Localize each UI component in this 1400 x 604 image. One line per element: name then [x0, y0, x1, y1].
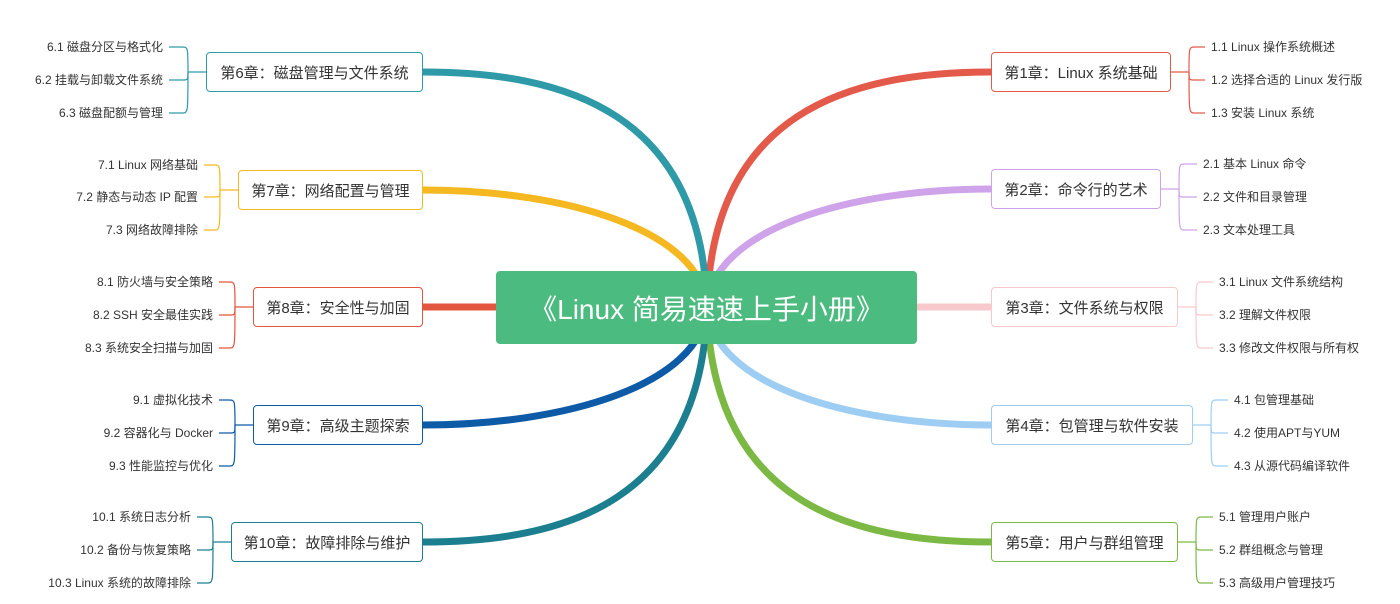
subtopic-label[interactable]: 4.2 使用APT与YUM [1234, 426, 1341, 440]
sub-connector [169, 46, 189, 73]
sub-connector [197, 541, 214, 584]
sub-connector [169, 71, 189, 81]
subtopic-label[interactable]: 9.2 容器化与 Docker [103, 426, 213, 440]
subtopic-label[interactable]: 4.1 包管理基础 [1234, 393, 1315, 407]
subtopic-label[interactable]: 10.2 备份与恢复策略 [80, 543, 191, 557]
sub-connector [1188, 46, 1205, 73]
subtopic-label[interactable]: 1.2 选择合适的 Linux 发行版 [1211, 73, 1363, 87]
sub-connector [219, 306, 236, 349]
sub-connector [1178, 188, 1197, 198]
sub-connector [1195, 516, 1213, 543]
sub-connector [1188, 71, 1205, 81]
subtopic-label[interactable]: 5.3 高级用户管理技巧 [1219, 576, 1336, 590]
subtopic-label[interactable]: 7.2 静态与动态 IP 配置 [76, 190, 198, 204]
subtopic-label[interactable]: 8.3 系统安全扫描与加固 [84, 341, 213, 355]
chapter-node-9[interactable]: 第9章：高级主题探索 [253, 405, 423, 445]
sub-connector [1178, 163, 1197, 190]
sub-connector [219, 399, 236, 426]
subtopic-label[interactable]: 5.1 管理用户账户 [1219, 510, 1312, 524]
subtopic-label[interactable]: 6.1 磁盘分区与格式化 [46, 40, 163, 54]
subtopic-label[interactable]: 6.2 挂载与卸载文件系统 [34, 73, 163, 87]
subtopic-label[interactable]: 1.1 Linux 操作系统概述 [1211, 40, 1336, 54]
sub-connector [197, 516, 214, 543]
sub-connector [219, 424, 236, 434]
chapter-node-8[interactable]: 第8章：安全性与加固 [253, 287, 423, 327]
center-topic[interactable]: 《Linux 简易速速上手小册》 [496, 271, 917, 344]
subtopic-label[interactable]: 4.3 从源代码编译软件 [1234, 459, 1351, 473]
sub-connector [204, 189, 221, 198]
chapter-node-3[interactable]: 第3章：文件系统与权限 [991, 287, 1178, 327]
sub-connector [1210, 424, 1228, 467]
subtopic-label[interactable]: 2.1 基本 Linux 命令 [1203, 157, 1307, 171]
sub-connector [204, 164, 221, 191]
subtopic-label[interactable]: 10.3 Linux 系统的故障排除 [48, 576, 191, 590]
subtopic-label[interactable]: 8.2 SSH 安全最佳实践 [92, 308, 213, 322]
sub-connector [197, 541, 214, 551]
sub-connector [1195, 306, 1213, 349]
subtopic-label[interactable]: 7.3 网络故障排除 [105, 223, 198, 237]
chapter-node-4[interactable]: 第4章：包管理与软件安装 [991, 405, 1193, 445]
sub-connector [1188, 71, 1205, 114]
branch-connector-6 [419, 68, 711, 311]
branch-connector-1 [703, 68, 995, 311]
chapter-node-10[interactable]: 第10章：故障排除与维护 [231, 522, 423, 562]
subtopic-label[interactable]: 3.1 Linux 文件系统结构 [1219, 275, 1344, 289]
subtopic-label[interactable]: 9.3 性能监控与优化 [108, 459, 213, 473]
chapter-node-2[interactable]: 第2章：命令行的艺术 [991, 169, 1161, 209]
chapter-node-6[interactable]: 第6章：磁盘管理与文件系统 [206, 52, 423, 92]
branch-connector-10 [419, 303, 711, 546]
subtopic-label[interactable]: 3.3 修改文件权限与所有权 [1219, 341, 1360, 355]
subtopic-label[interactable]: 2.2 文件和目录管理 [1203, 190, 1308, 204]
subtopic-label[interactable]: 8.1 防火墙与安全策略 [96, 275, 213, 289]
sub-connector [1195, 281, 1213, 308]
subtopic-label[interactable]: 9.1 虚拟化技术 [132, 393, 213, 407]
branch-connector-5 [703, 303, 995, 546]
sub-connector [219, 306, 236, 316]
sub-connector [219, 424, 236, 467]
sub-connector [169, 71, 189, 114]
sub-connector [204, 189, 221, 231]
subtopic-label[interactable]: 3.2 理解文件权限 [1219, 308, 1312, 322]
sub-connector [1210, 399, 1228, 426]
chapter-node-5[interactable]: 第5章：用户与群组管理 [991, 522, 1178, 562]
sub-connector [1210, 424, 1228, 434]
chapter-node-7[interactable]: 第7章：网络配置与管理 [238, 170, 423, 210]
subtopic-label[interactable]: 7.1 Linux 网络基础 [97, 158, 198, 172]
subtopic-label[interactable]: 5.2 群组概念与管理 [1219, 543, 1324, 557]
subtopic-label[interactable]: 1.3 安装 Linux 系统 [1211, 106, 1315, 120]
subtopic-label[interactable]: 10.1 系统日志分析 [92, 510, 191, 524]
subtopic-label[interactable]: 2.3 文本处理工具 [1203, 223, 1296, 237]
chapter-node-1[interactable]: 第1章：Linux 系统基础 [991, 52, 1171, 92]
sub-connector [1195, 306, 1213, 316]
sub-connector [219, 281, 236, 308]
sub-connector [1195, 541, 1213, 551]
sub-connector [1195, 541, 1213, 584]
subtopic-label[interactable]: 6.3 磁盘配额与管理 [58, 106, 163, 120]
sub-connector [1178, 188, 1197, 231]
